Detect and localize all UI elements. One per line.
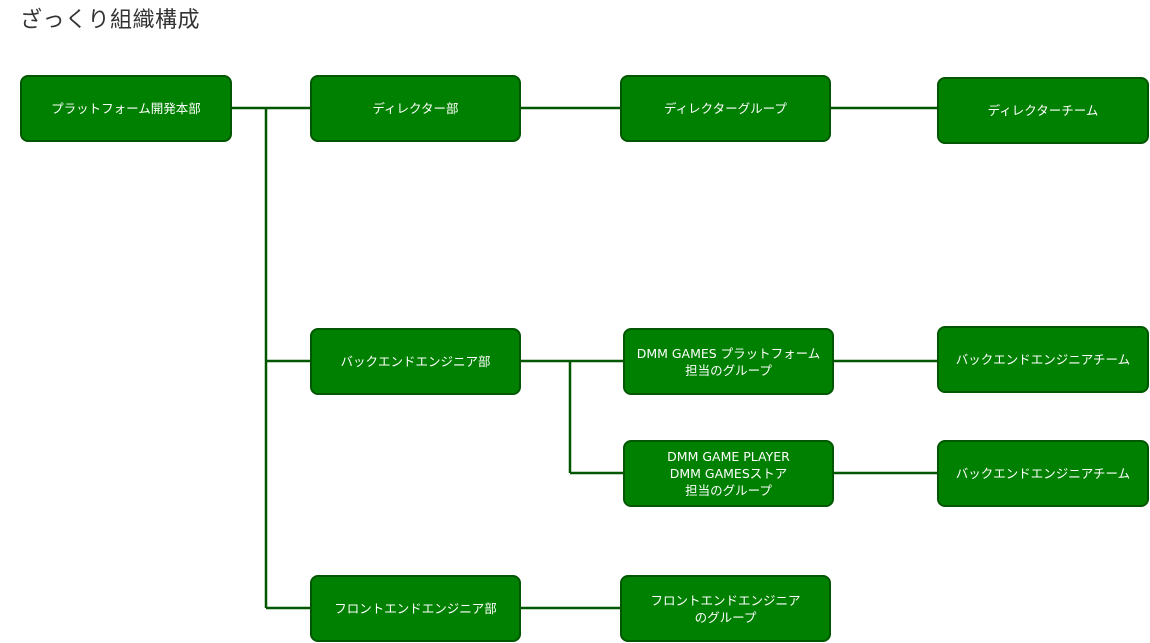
node-dmm-game-player-group[interactable]: DMM GAME PLAYER DMM GAMESストア 担当のグループ [623,440,834,507]
node-director-group[interactable]: ディレクターグループ [620,75,831,142]
node-label: DMM GAMES プラットフォーム 担当のグループ [636,345,821,378]
node-label: バックエンドエンジニア部 [340,354,491,369]
node-label: フロントエンドエンジニア部 [334,601,497,616]
node-backend-team-1[interactable]: バックエンドエンジニアチーム [937,326,1149,393]
node-frontend-dept[interactable]: フロントエンドエンジニア部 [310,575,521,642]
node-label: ディレクターグループ [664,101,787,116]
page-title: ざっくり組織構成 [20,8,201,33]
node-label: ディレクターチーム [987,103,1099,118]
node-label: バックエンドエンジニアチーム [955,352,1131,367]
node-dmm-games-platform-group[interactable]: DMM GAMES プラットフォーム 担当のグループ [623,328,834,395]
node-director-dept[interactable]: ディレクター部 [310,75,521,142]
node-frontend-group[interactable]: フロントエンドエンジニア のグループ [620,575,831,642]
node-label: ディレクター部 [372,101,459,116]
node-platform-dev-hq[interactable]: プラットフォーム開発本部 [20,75,232,142]
node-director-team[interactable]: ディレクターチーム [937,77,1149,144]
node-label: DMM GAME PLAYER DMM GAMESストア 担当のグループ [667,449,790,498]
node-label: バックエンドエンジニアチーム [955,466,1131,481]
node-label: プラットフォーム開発本部 [51,101,201,116]
node-label: フロントエンドエンジニア のグループ [650,592,801,625]
node-backend-team-2[interactable]: バックエンドエンジニアチーム [937,440,1149,507]
node-backend-dept[interactable]: バックエンドエンジニア部 [310,328,521,395]
